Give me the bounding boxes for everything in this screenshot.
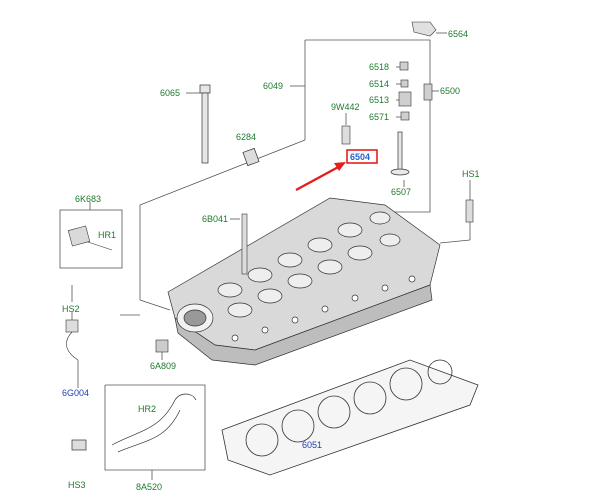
label-HS1: HS1 <box>462 169 480 179</box>
stud <box>341 125 351 145</box>
label-6049: 6049 <box>263 81 283 91</box>
label-HR1: HR1 <box>98 230 116 240</box>
label-6K683: 6K683 <box>75 194 101 204</box>
label-6507: 6507 <box>391 187 411 197</box>
cylinder-head <box>167 197 441 366</box>
label-6G004: 6G004 <box>62 388 89 398</box>
label-6051: 6051 <box>302 440 322 450</box>
label-HS2: HS2 <box>62 304 80 314</box>
label-6065: 6065 <box>160 88 180 98</box>
label-6513: 6513 <box>369 95 389 105</box>
sensor-assembly <box>67 225 113 251</box>
plug <box>155 339 169 353</box>
label-8A520: 8A520 <box>136 482 162 492</box>
label-6A809: 6A809 <box>150 361 176 371</box>
label-6518: 6518 <box>369 62 389 72</box>
label-HS3: HS3 <box>68 480 86 490</box>
label-6B041: 6B041 <box>202 214 228 224</box>
sensor <box>242 147 260 167</box>
label-9W442: 9W442 <box>331 102 360 112</box>
part-labels: 6564 6518 6514 6513 6500 6571 6049 9W442… <box>62 29 480 492</box>
label-6564: 6564 <box>448 29 468 39</box>
label-6571: 6571 <box>369 112 389 122</box>
hs2-sensor <box>65 319 79 361</box>
label-6514: 6514 <box>369 79 389 89</box>
label-HR2: HR2 <box>138 404 156 414</box>
heater-sensor <box>465 199 474 223</box>
valve-stack <box>398 21 437 121</box>
dowel <box>241 213 248 275</box>
highlight-marker <box>295 149 378 192</box>
coolant-hose <box>71 393 197 453</box>
head-gasket <box>221 359 479 476</box>
head-bolt <box>199 84 211 164</box>
label-6504: 6504 <box>350 152 370 162</box>
label-6284: 6284 <box>236 132 256 142</box>
valve <box>390 131 410 176</box>
label-6500: 6500 <box>440 86 460 96</box>
